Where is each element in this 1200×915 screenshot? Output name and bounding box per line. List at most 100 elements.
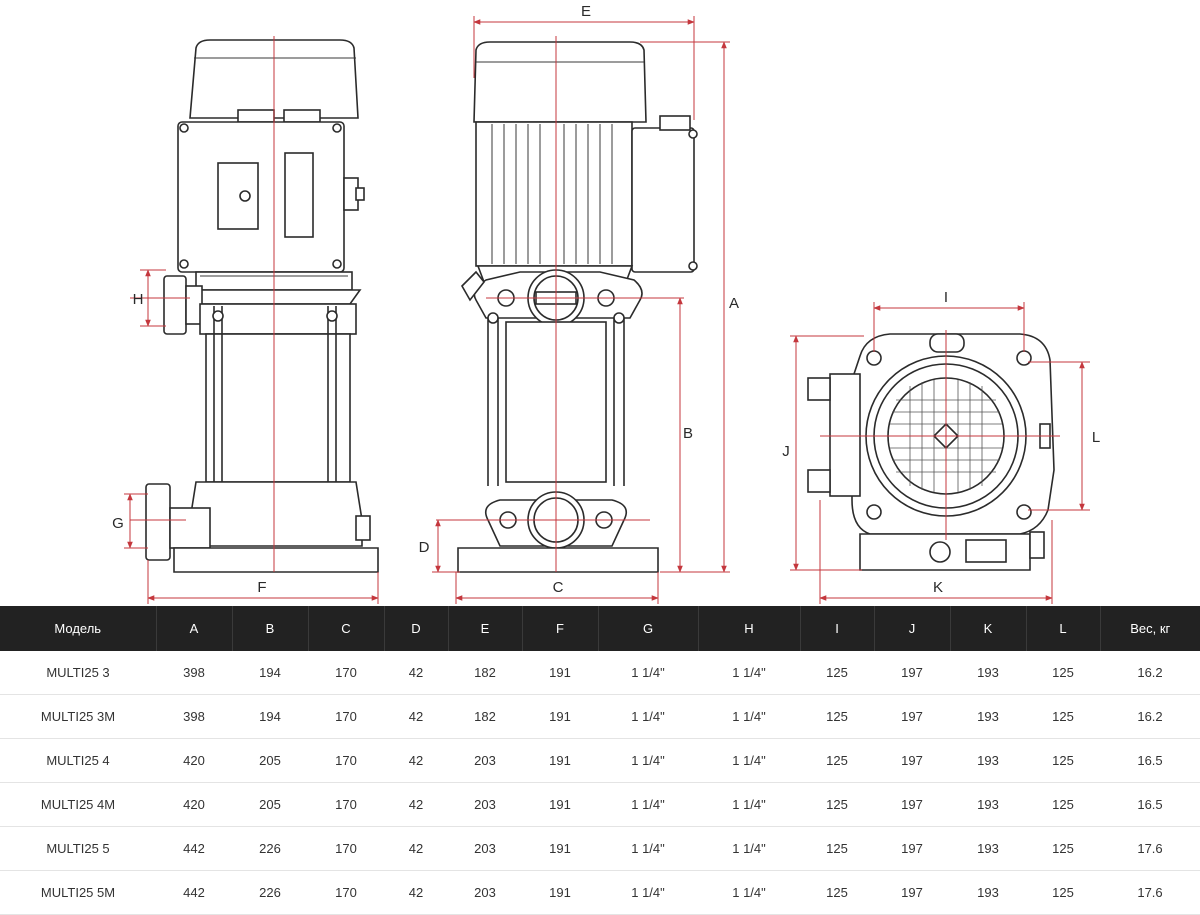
- table-header-cell: Модель: [0, 606, 157, 651]
- table-cell: 203: [448, 782, 522, 827]
- table-cell: 125: [1026, 651, 1100, 695]
- dim-label-b: B: [683, 425, 693, 442]
- table-cell: 125: [1026, 782, 1100, 827]
- dim-label-c: C: [553, 579, 564, 596]
- table-cell: 125: [800, 782, 874, 827]
- table-cell: 1 1/4": [698, 694, 800, 739]
- table-cell: 203: [448, 738, 522, 783]
- table-cell: 191: [522, 651, 598, 695]
- table-header-cell: J: [874, 606, 951, 651]
- table-cell: 42: [384, 738, 448, 783]
- table-cell: 170: [308, 782, 384, 827]
- table-cell: 193: [950, 651, 1026, 695]
- pump-technical-drawing: E A B H G D F C I L J K: [112, 3, 1100, 604]
- table-cell: 182: [448, 694, 522, 739]
- table-cell: 182: [448, 651, 522, 695]
- table-cell: 197: [874, 694, 950, 739]
- table-header-cell: E: [448, 606, 523, 651]
- table-cell: 17.6: [1100, 826, 1200, 871]
- table-cell: 1 1/4": [598, 738, 698, 783]
- table-cell: 191: [522, 694, 598, 739]
- table-cell: 170: [308, 651, 384, 695]
- table-cell: 42: [384, 651, 448, 695]
- table-cell: 42: [384, 694, 448, 739]
- table-cell: 205: [232, 738, 308, 783]
- table-header-cell: K: [950, 606, 1027, 651]
- table-cell: 125: [800, 651, 874, 695]
- table-cell: 203: [448, 870, 522, 915]
- dim-label-f: F: [257, 579, 266, 596]
- table-cell: 1 1/4": [698, 651, 800, 695]
- table-header-cell: H: [698, 606, 801, 651]
- table-cell: 191: [522, 870, 598, 915]
- table-header-cell: C: [308, 606, 385, 651]
- table-cell: 205: [232, 782, 308, 827]
- table-cell: 398: [156, 651, 232, 695]
- model-name-cell: MULTI25 5M: [0, 870, 156, 915]
- model-name-cell: MULTI25 3M: [0, 694, 156, 739]
- table-cell: 193: [950, 738, 1026, 783]
- table-cell: 197: [874, 826, 950, 871]
- model-name-cell: MULTI25 4: [0, 738, 156, 783]
- table-header-cell: I: [800, 606, 875, 651]
- table-cell: 197: [874, 870, 950, 915]
- table-header-cell: L: [1026, 606, 1101, 651]
- table-cell: 16.2: [1100, 694, 1200, 739]
- pump-front-view: [432, 16, 730, 604]
- table-cell: 191: [522, 782, 598, 827]
- table-cell: 1 1/4": [698, 782, 800, 827]
- dim-label-l: L: [1092, 429, 1100, 446]
- table-cell: 420: [156, 738, 232, 783]
- dim-label-g: G: [112, 515, 124, 532]
- dim-label-a: A: [729, 295, 739, 312]
- dim-label-e: E: [581, 3, 591, 20]
- table-cell: 1 1/4": [598, 651, 698, 695]
- table-cell: 42: [384, 826, 448, 871]
- table-cell: 398: [156, 694, 232, 739]
- table-cell: 170: [308, 870, 384, 915]
- table-cell: 194: [232, 694, 308, 739]
- dim-label-i: I: [944, 289, 948, 306]
- pump-side-view: [124, 36, 379, 604]
- table-cell: 420: [156, 782, 232, 827]
- table-cell: 125: [800, 694, 874, 739]
- table-cell: 226: [232, 870, 308, 915]
- table-cell: 226: [232, 826, 308, 871]
- table-cell: 1 1/4": [698, 826, 800, 871]
- table-cell: 193: [950, 694, 1026, 739]
- table-header-cell: B: [232, 606, 309, 651]
- table-cell: 17.6: [1100, 870, 1200, 915]
- table-header-cell: F: [522, 606, 599, 651]
- model-name-cell: MULTI25 3: [0, 651, 156, 695]
- table-cell: 1 1/4": [698, 738, 800, 783]
- pump-top-view: [790, 302, 1090, 604]
- table-cell: 197: [874, 782, 950, 827]
- table-cell: 125: [1026, 694, 1100, 739]
- table-cell: 193: [950, 826, 1026, 871]
- table-cell: 197: [874, 651, 950, 695]
- table-cell: 191: [522, 826, 598, 871]
- table-cell: 197: [874, 738, 950, 783]
- table-header-cell: Вес, кг: [1100, 606, 1200, 651]
- table-cell: 125: [800, 870, 874, 915]
- dim-label-j: J: [782, 443, 790, 460]
- table-header-cell: D: [384, 606, 449, 651]
- dim-label-h: H: [133, 291, 144, 308]
- table-cell: 1 1/4": [698, 870, 800, 915]
- table-cell: 1 1/4": [598, 694, 698, 739]
- table-cell: 203: [448, 826, 522, 871]
- table-cell: 193: [950, 782, 1026, 827]
- table-header-cell: A: [156, 606, 233, 651]
- table-cell: 1 1/4": [598, 826, 698, 871]
- table-cell: 170: [308, 826, 384, 871]
- table-cell: 193: [950, 870, 1026, 915]
- table-cell: 191: [522, 738, 598, 783]
- model-name-cell: MULTI25 4M: [0, 782, 156, 827]
- table-cell: 125: [800, 738, 874, 783]
